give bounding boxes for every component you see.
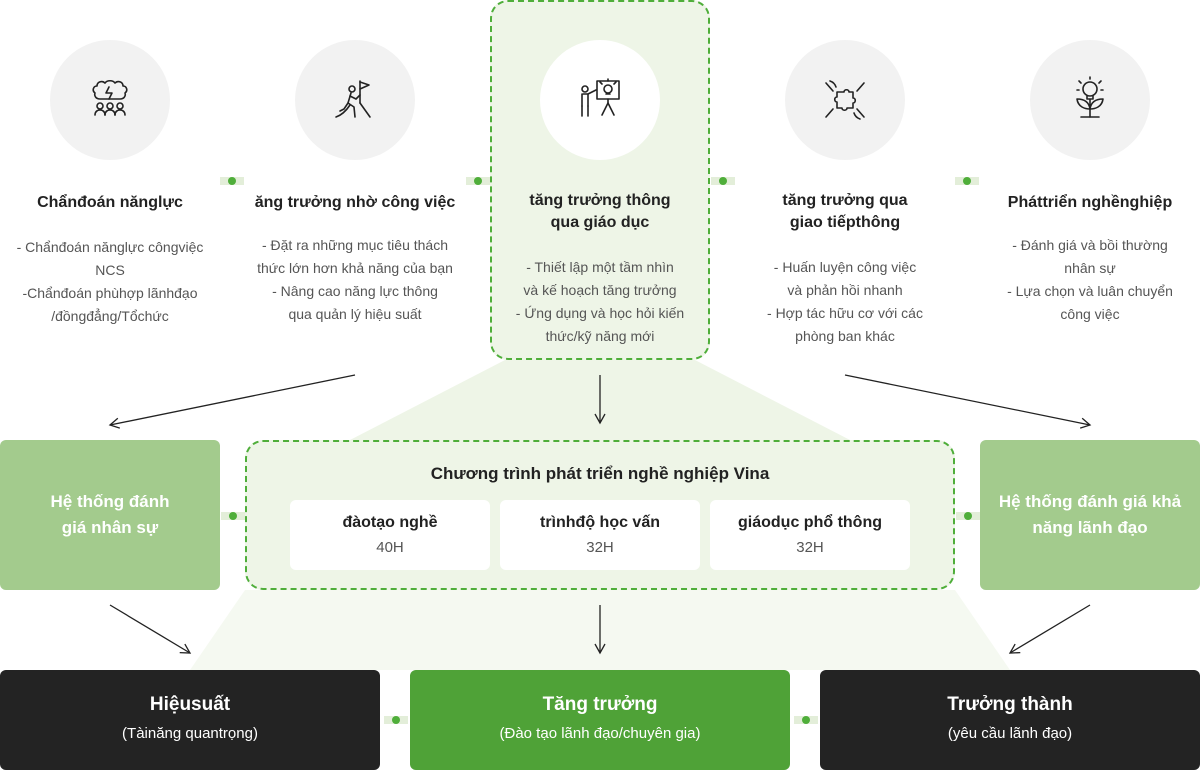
course-hours: 40H: [376, 539, 404, 556]
outcome-subtitle: (Đào tạo lãnh đạo/chuyên gia): [499, 725, 701, 742]
connector-dot: [955, 177, 979, 185]
stage-description: - Đặt ra những mục tiêu thách thức lớn h…: [257, 237, 453, 322]
course-card: đàotạo nghề 40H: [290, 500, 490, 570]
stage-icon-circle: [785, 40, 905, 160]
stage-work-growth: ăng trưởng nhờ công việc - Đặt ra những …: [235, 40, 475, 322]
stage-title: ăng trưởng nhờ công việc: [254, 194, 456, 211]
stage-description: - Đánh giá và bồi thường nhân sự - Lựa c…: [1007, 237, 1173, 322]
stage-icon-circle: [540, 40, 660, 160]
connector-dot: [711, 177, 735, 185]
course-name: trìnhđộ học vấn: [540, 514, 660, 531]
connector-dot: [221, 512, 245, 520]
course-hours: 32H: [796, 539, 824, 556]
course-hours: 32H: [586, 539, 614, 556]
stage-title: Chẩnđoán nănglực: [37, 194, 183, 211]
course-card: trìnhđộ học vấn 32H: [500, 500, 700, 570]
stage-icon-circle: [50, 40, 170, 160]
career-program-panel: Chương trình phát triển nghề nghiệp Vina…: [245, 440, 955, 590]
outcome-growth: Tăng trưởng (Đào tạo lãnh đạo/chuyên gia…: [410, 670, 790, 770]
outcome-title: Hiệusuất: [149, 694, 231, 715]
connector-dot: [220, 177, 244, 185]
stage-education-growth: tăng trưởng thông qua giáo dục - Thiết l…: [480, 40, 720, 344]
connector-dot: [384, 716, 408, 724]
lower-funnel: [190, 590, 1010, 670]
connector-dot: [466, 177, 490, 185]
stage-career-development: Pháttriển nghềnghiệp - Đánh giá và bồi t…: [970, 40, 1200, 322]
stage-description: - Chẩnđoán nănglực côngviệc NCS -Chẩnđoá…: [16, 239, 204, 324]
connector-dot: [956, 512, 980, 520]
outcome-title: Trưởng thành: [947, 694, 1073, 715]
stage-title: tăng trưởng qua giao tiếpthông: [782, 192, 908, 231]
outcome-subtitle: (Tàinăng quantrọng): [122, 725, 258, 742]
climber-flag-icon: [335, 80, 371, 118]
upper-funnel: [350, 360, 850, 440]
outcome-title: Tăng trưởng: [542, 694, 658, 715]
course-card: giáodục phổ thông 32H: [710, 500, 910, 570]
brain-team-icon: [92, 79, 128, 116]
stage-icon-circle: [1030, 40, 1150, 160]
outcome-performance: Hiệusuất (Tàinăng quantrọng): [0, 670, 380, 770]
program-title: Chương trình phát triển nghề nghiệp Vina: [430, 464, 770, 483]
stage-diagnosis: Chẩnđoán nănglực - Chẩnđoán nănglực công…: [0, 40, 230, 324]
stage-icon-circle: [295, 40, 415, 160]
connector-dot: [794, 716, 818, 724]
stage-title: Pháttriển nghềnghiệp: [1007, 194, 1173, 211]
outcome-maturity: Trưởng thành (yêu cầu lãnh đạo): [820, 670, 1200, 770]
hr-evaluation-system: Hệ thống đánh giá nhân sự: [0, 440, 220, 590]
outcome-subtitle: (yêu cầu lãnh đạo): [947, 725, 1073, 742]
presenter-idea-icon: [581, 78, 620, 117]
course-name: giáodục phổ thông: [738, 514, 882, 531]
stage-description: - Huấn luyện công việc và phản hồi nhanh…: [767, 259, 923, 344]
lightbulb-plant-icon: [1076, 76, 1104, 118]
leadership-evaluation-system: Hệ thống đánh giá khả năng lãnh đạo: [980, 440, 1200, 590]
hands-puzzle-icon: [825, 80, 865, 120]
course-name: đàotạo nghề: [342, 514, 438, 531]
stage-description: - Thiết lập một tầm nhìn và kế hoạch tăn…: [515, 259, 685, 344]
stage-communication-growth: tăng trưởng qua giao tiếpthông - Huấn lu…: [725, 40, 965, 344]
stage-title: tăng trưởng thông qua giáo dục: [529, 192, 671, 231]
